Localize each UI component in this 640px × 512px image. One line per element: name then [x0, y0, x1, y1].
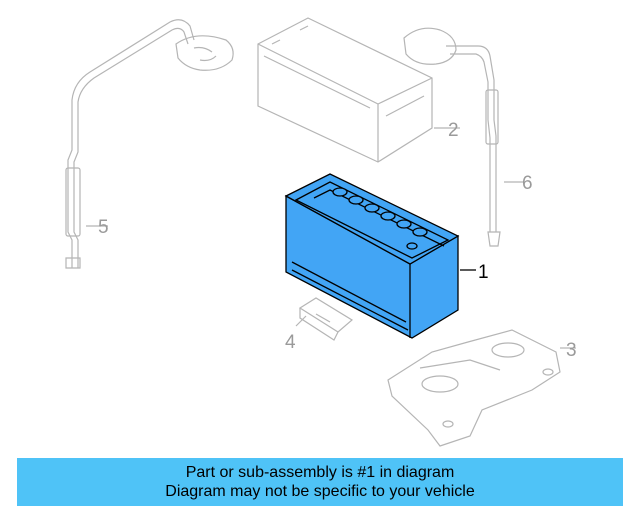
- callout-1: 1: [478, 262, 489, 283]
- banner-line-2: Diagram may not be specific to your vehi…: [165, 483, 475, 500]
- battery-tray: [387, 329, 576, 447]
- parts-diagram: 1 2 3 4 5 6: [65, 17, 577, 447]
- callout-5: 5: [98, 217, 109, 238]
- callout-3: 3: [566, 340, 577, 361]
- callout-6: 6: [522, 173, 533, 194]
- hold-down-bracket: [295, 297, 354, 341]
- battery-highlighted: [284, 173, 476, 339]
- battery-ghost: [257, 17, 460, 163]
- battery-cable-right: [403, 27, 524, 247]
- callout-2: 2: [448, 120, 459, 141]
- info-banner: Part or sub-assembly is #1 in diagram Di…: [17, 458, 623, 506]
- battery-cable-left: [65, 19, 234, 269]
- callout-4: 4: [285, 332, 296, 353]
- banner-line-1: Part or sub-assembly is #1 in diagram: [185, 464, 455, 481]
